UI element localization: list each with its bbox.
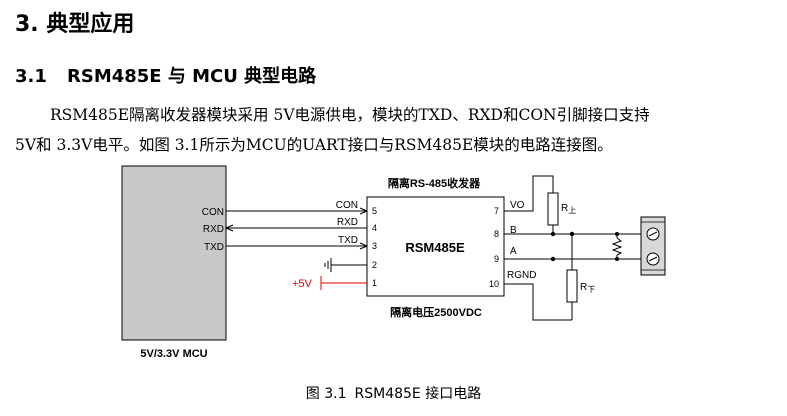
caption-label: 图 3.1 [305,386,347,402]
signal-wires [225,207,368,250]
section-title: 3. 典型应用 [15,12,135,37]
pin-num-4: 4 [372,223,377,233]
mcu-pin-con: CON [202,207,224,218]
module-name: RSM485E [405,240,465,255]
pin-name-vo: VO [510,200,525,211]
module-footer: 隔离电压2500VDC [390,305,482,319]
power-label: +5V [292,278,313,290]
bus-wires [504,175,643,321]
paragraph-line-2: 5V和 3.3V电平。如图 3.1所示为MCU的UART接口与RSM485E模块… [15,136,613,154]
module-right-pins: 7 8 9 10 VO B A RGND [489,200,536,289]
pin-name-rxd: RXD [337,217,358,228]
module-block [366,196,505,297]
pin-name-b: B [510,225,517,236]
mcu-pin-txd: TXD [204,242,224,253]
resistor-lower-label: R下 [580,282,595,294]
resistor-upper-label: R上 [561,203,576,215]
pin-num-10: 10 [489,279,499,289]
module-left-pins: CON RXD TXD 5 4 3 2 1 [336,200,377,288]
pin-num-7: 7 [494,206,499,216]
junction-dots [550,231,619,262]
caption-text: RSM485E 接口电路 [354,386,482,402]
pin-num-8: 8 [494,229,499,239]
power-wire [320,276,367,290]
pin-name-txd: TXD [338,235,358,246]
pin-num-2: 2 [372,260,377,270]
pin-num-1: 1 [372,278,377,288]
pin-num-3: 3 [372,241,377,251]
pin-name-con: CON [336,200,358,211]
terminal-block [640,216,666,276]
paragraph-line-1: RSM485E隔离收发器模块采用 5V电源供电，模块的TXD、RXD和CON引脚… [50,106,650,124]
pin-name-a: A [510,246,517,257]
mcu-label: 5V/3.3V MCU [140,348,207,360]
subsection-number: 3.1 [15,66,47,87]
module-header: 隔离RS-485收发器 [388,176,481,190]
pin-num-5: 5 [372,206,377,216]
ground-symbol [324,258,367,272]
figure-caption: 图 3.1 RSM485E 接口电路 [0,383,787,403]
pin-num-9: 9 [494,254,499,264]
pin-name-rgnd: RGND [507,270,536,281]
subsection-title: 3.1 RSM485E 与 MCU 典型电路 [15,62,316,88]
subsection-text: RSM485E 与 MCU 典型电路 [67,66,317,87]
mcu-pin-rxd: RXD [203,224,224,235]
mcu-block [121,165,227,341]
body-paragraph: RSM485E隔离收发器模块采用 5V电源供电，模块的TXD、RXD和CON引脚… [15,100,775,160]
